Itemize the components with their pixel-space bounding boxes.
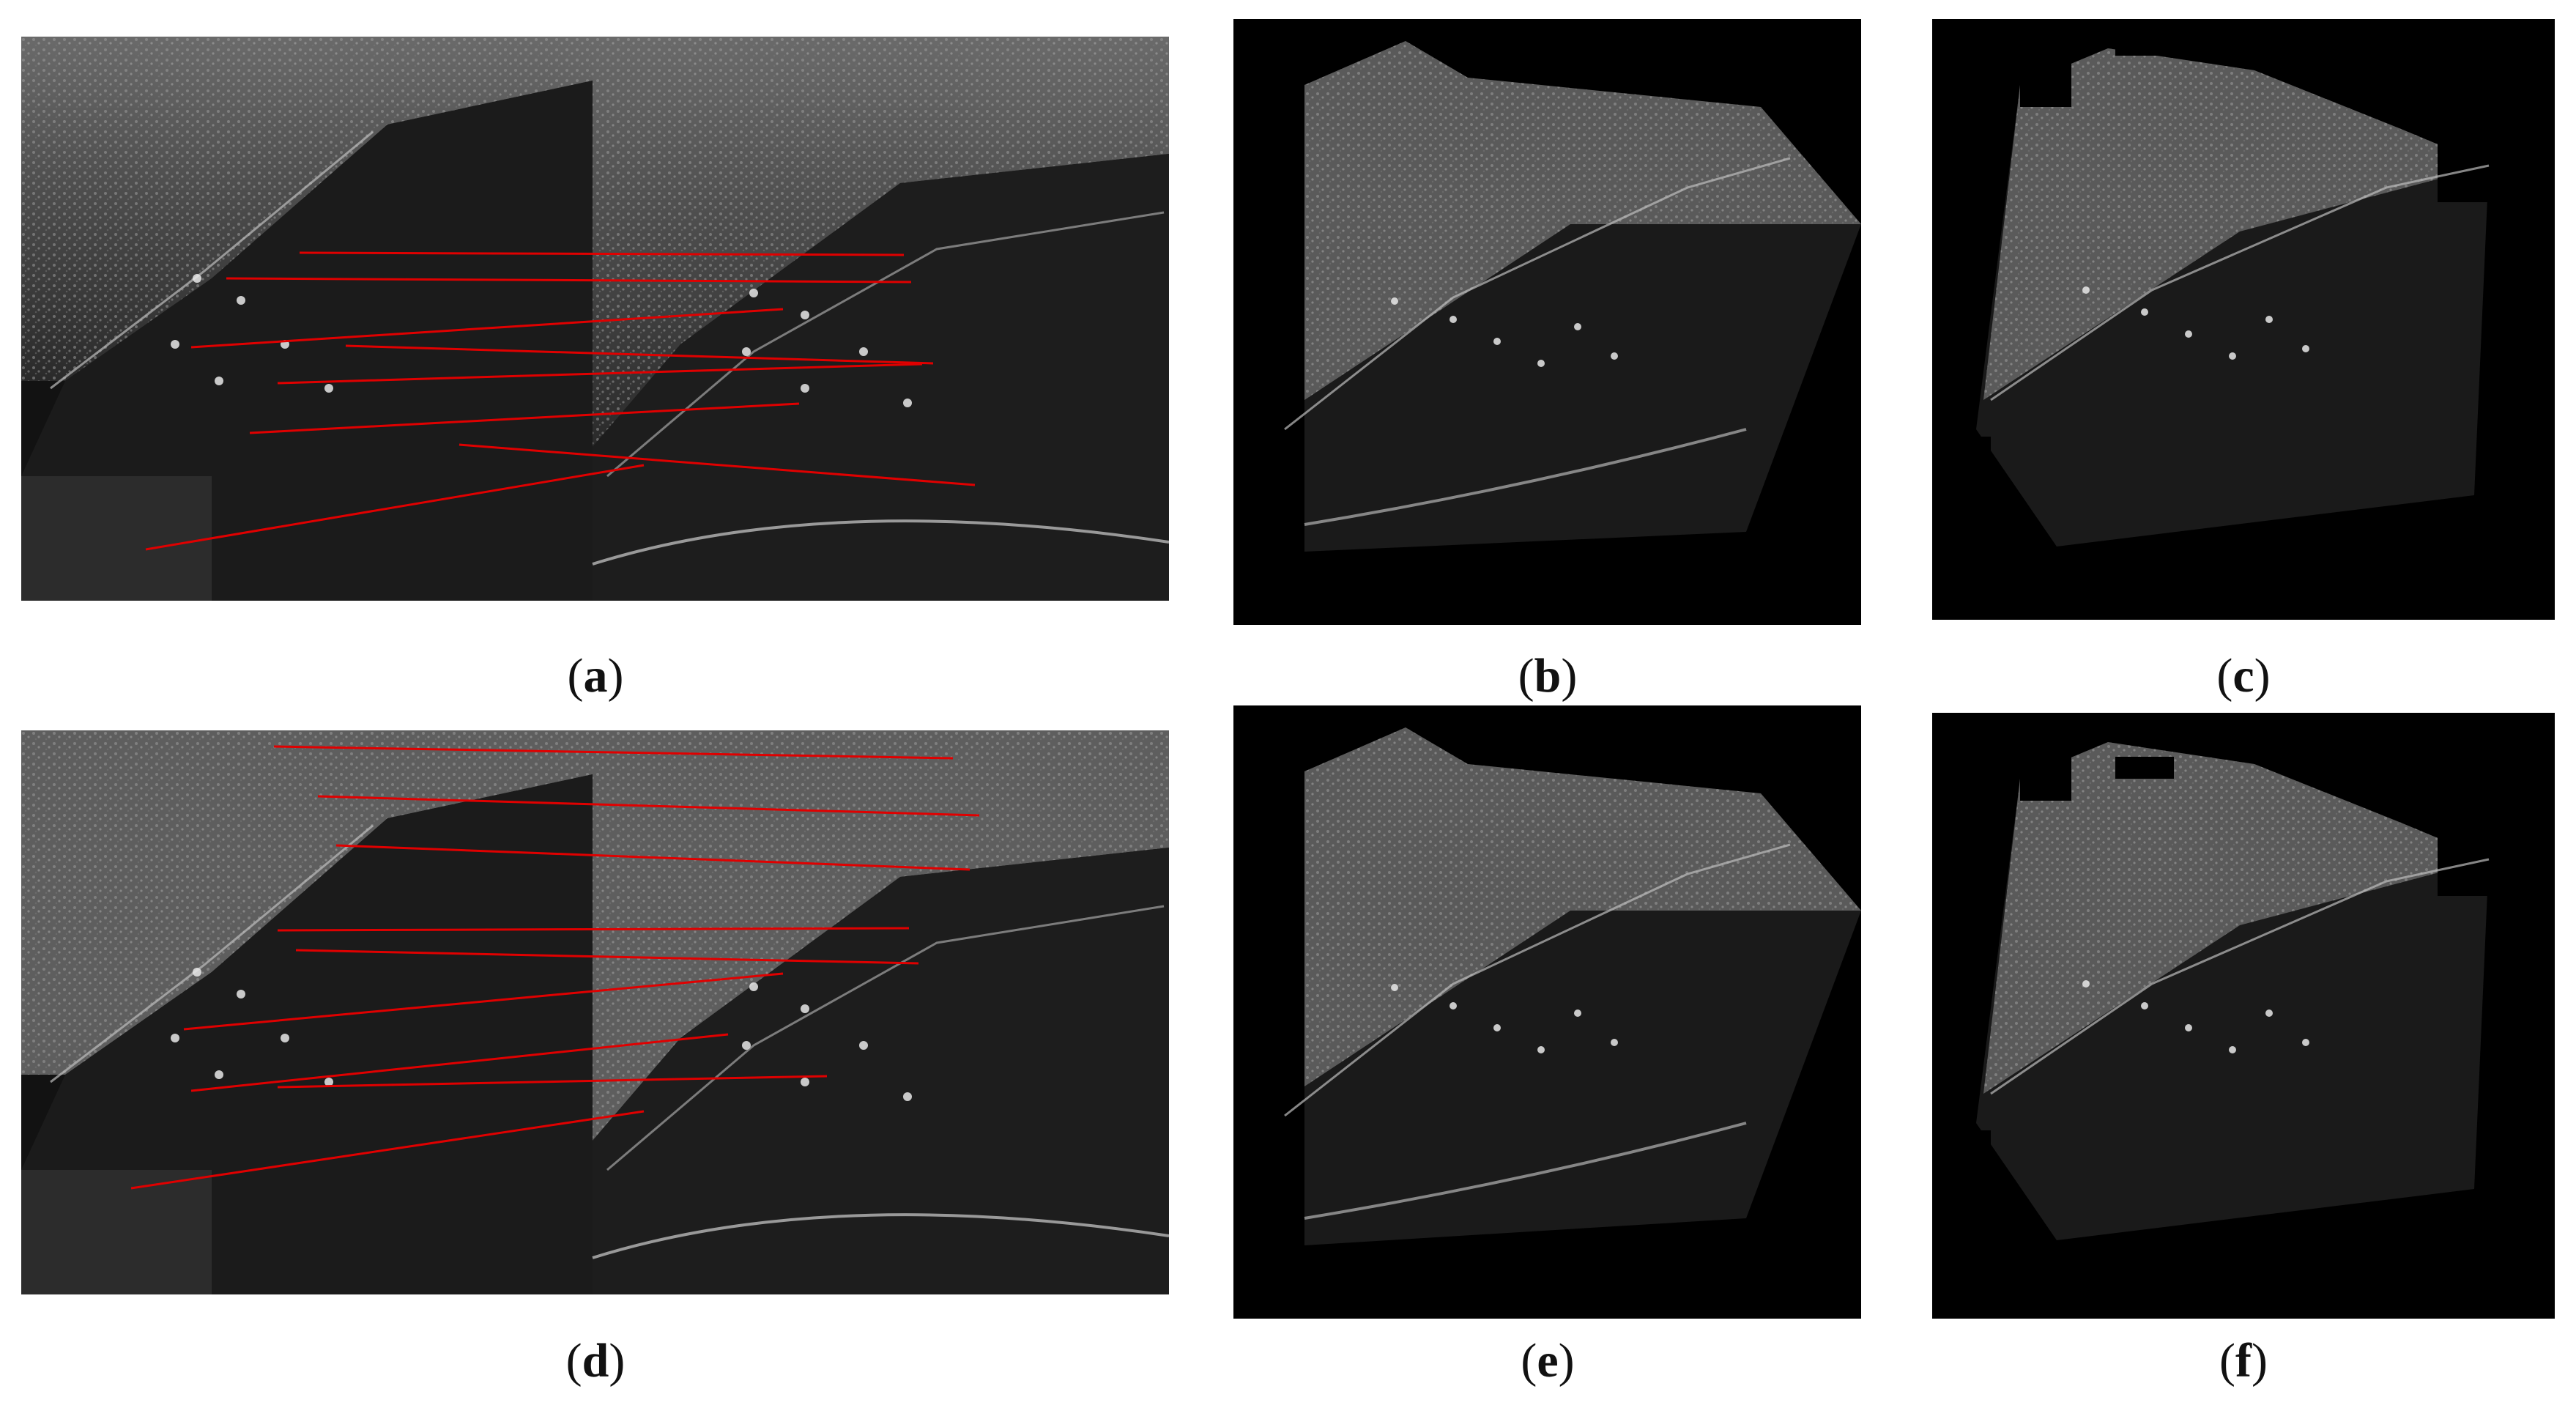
caption-e: (e) — [1521, 1334, 1575, 1387]
sar-pair-with-matches-d — [21, 730, 1169, 1294]
panel-c-registered-image — [1932, 19, 2555, 620]
panel-b-registered-image — [1233, 19, 1861, 625]
panel-f-registered-image — [1932, 713, 2555, 1319]
panel-d-matching-image — [21, 730, 1169, 1294]
match-lines-a — [145, 251, 976, 551]
registered-result-e — [1233, 705, 1861, 1319]
registered-result-f — [1932, 713, 2555, 1319]
match-lines-d — [130, 745, 980, 1190]
caption-c: (c) — [2216, 649, 2271, 703]
registered-result-b — [1233, 19, 1861, 625]
caption-a: (a) — [567, 649, 624, 703]
registered-result-c — [1932, 19, 2555, 620]
caption-d: (d) — [565, 1334, 626, 1387]
sar-pair-with-matches-a — [21, 37, 1169, 601]
panel-a-matching-image — [21, 37, 1169, 601]
caption-f: (f) — [2219, 1334, 2268, 1387]
panel-e-registered-image — [1233, 705, 1861, 1319]
caption-b: (b) — [1518, 649, 1578, 703]
